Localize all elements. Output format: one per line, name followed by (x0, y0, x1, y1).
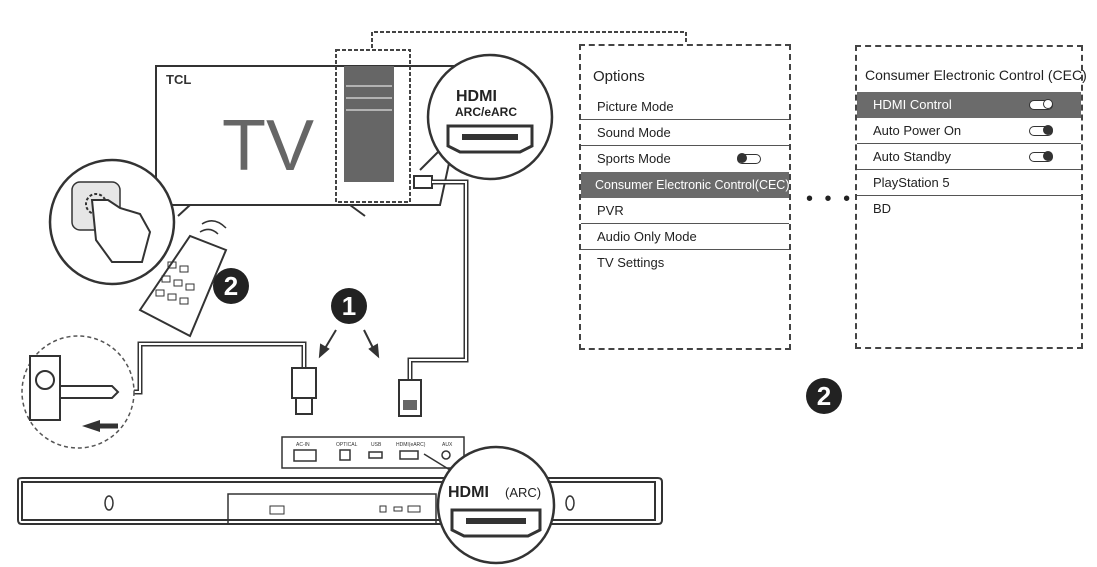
menu-item-label: Sound Mode (597, 125, 671, 140)
port-label-ac: AC-IN (296, 442, 310, 448)
port-label-optical: OPTICAL (336, 442, 358, 448)
tv-label: TV (222, 106, 314, 186)
power-cable (120, 341, 317, 415)
tv-menu-highlight (335, 49, 411, 203)
toggle-knob (1043, 125, 1053, 135)
remote-callout (48, 158, 228, 338)
menu-item-pvr[interactable]: PVR (581, 198, 789, 224)
tv-illustration: TCL TV (155, 49, 472, 217)
menu-item-label: Consumer Electronic Control(CEC) (595, 178, 790, 192)
bar-hdmi-logo: HDMI (448, 484, 489, 501)
step-two-badge-left: 2 (213, 268, 249, 304)
tv-menu-panel (344, 66, 394, 182)
cec-title: Consumer Electronic Control (CEC) (865, 67, 1087, 83)
menu-item-tv-settings[interactable]: TV Settings (581, 250, 789, 276)
tv-hdmi-logo: HDMI (456, 88, 497, 105)
port-panel: AC-IN OPTICAL USB HDMI(eARC) AUX (281, 436, 465, 469)
step-two-badge-right: 2 (806, 378, 842, 414)
auto-power-on-toggle[interactable] (1029, 125, 1053, 136)
menu-link-line (371, 31, 687, 48)
step-one-badge: 1 (331, 288, 367, 324)
menu-item-label: Picture Mode (597, 99, 674, 114)
menu-transition-dots: • • • (806, 188, 854, 210)
port-label-hdmi: HDMI(eARC) (396, 442, 426, 448)
tv-brand: TCL (166, 72, 191, 87)
soundbar-hdmi-callout: HDMI (ARC) (423, 445, 556, 565)
menu-item-label: PlayStation 5 (873, 175, 950, 190)
menu-item-label: Auto Power On (873, 123, 962, 138)
port-label-aux: AUX (442, 442, 453, 448)
tv-hdmi-callout: HDMI ARC/eARC (419, 53, 554, 181)
toggle-knob (1043, 151, 1053, 161)
menu-item-label: Auto Standby (873, 149, 952, 164)
port-label-usb: USB (371, 442, 382, 448)
bar-hdmi-sub: (ARC) (505, 485, 541, 500)
hdmi-cable (398, 175, 469, 417)
menu-item-sound-mode[interactable]: Sound Mode (581, 120, 789, 146)
menu-item-label: Sports Mode (597, 151, 671, 166)
toggle-knob (737, 153, 747, 163)
toggle-knob (1043, 99, 1053, 109)
hdmi-control-toggle[interactable] (1029, 99, 1053, 110)
menu-item-label: HDMI Control (873, 97, 952, 112)
menu-item-label: BD (873, 201, 892, 216)
wall-socket-callout (21, 335, 135, 449)
options-title: Options (593, 68, 645, 85)
cec-item-bd[interactable]: BD (857, 196, 1081, 222)
tv-hdmi-sub: ARC/eARC (455, 105, 517, 119)
cec-item-hdmi-control[interactable]: HDMI Control (857, 92, 1081, 118)
soundbar (17, 477, 663, 525)
options-menu: Options Picture Mode Sound Mode Sports M… (579, 44, 791, 350)
step-one-arrows (318, 329, 380, 359)
sports-mode-toggle[interactable] (737, 153, 761, 164)
cec-menu: Consumer Electronic Control (CEC) HDMI C… (855, 45, 1087, 349)
cec-item-auto-power-on[interactable]: Auto Power On (857, 118, 1081, 144)
cec-item-playstation[interactable]: PlayStation 5 (857, 170, 1081, 196)
menu-item-label: TV Settings (597, 255, 665, 270)
menu-item-picture-mode[interactable]: Picture Mode (581, 94, 789, 120)
menu-item-label: PVR (597, 203, 624, 218)
menu-item-audio-only-mode[interactable]: Audio Only Mode (581, 224, 789, 250)
cec-item-auto-standby[interactable]: Auto Standby (857, 144, 1081, 170)
menu-item-cec[interactable]: Consumer Electronic Control(CEC) (581, 172, 790, 198)
menu-item-label: Audio Only Mode (597, 229, 697, 244)
menu-item-sports-mode[interactable]: Sports Mode (581, 146, 789, 172)
auto-standby-toggle[interactable] (1029, 151, 1053, 162)
